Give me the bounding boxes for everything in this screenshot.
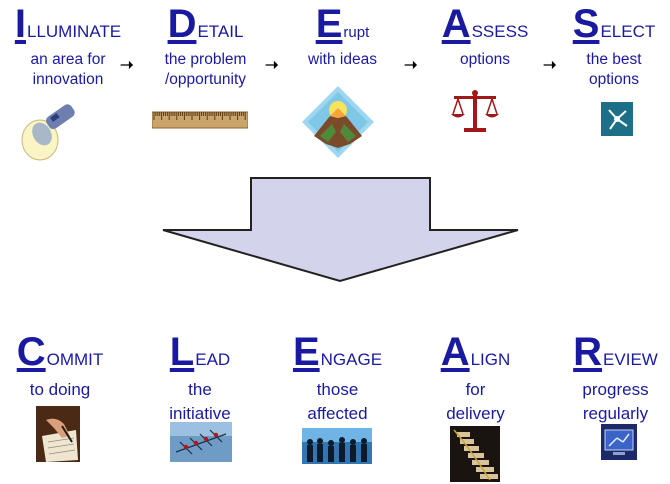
ruler-icon bbox=[152, 111, 248, 129]
step-initial: D bbox=[167, 2, 197, 46]
scales-icon bbox=[451, 90, 499, 132]
step-word: etail bbox=[197, 22, 244, 41]
flow-arrow: ➝ bbox=[543, 57, 557, 74]
step-initial: C bbox=[16, 330, 46, 374]
step-description: the problem /opportunity bbox=[164, 51, 247, 88]
step-heading: Select bbox=[560, 2, 668, 46]
flow-arrow: ➝ bbox=[404, 57, 418, 74]
step-description: an area for innovation bbox=[30, 51, 106, 88]
step-word: lluminate bbox=[26, 22, 122, 41]
step-initial: L bbox=[169, 330, 195, 374]
step-initial: R bbox=[573, 330, 603, 374]
step-initial: E bbox=[315, 2, 343, 46]
step-initial: E bbox=[292, 330, 320, 374]
step-description: progress regularly bbox=[582, 380, 649, 423]
flow-arrow: ➝ bbox=[120, 57, 134, 74]
step-initial: A bbox=[441, 2, 471, 46]
step-heading: Engage bbox=[280, 330, 395, 374]
flashlight-icon bbox=[21, 104, 75, 161]
step-description: options bbox=[460, 51, 510, 68]
step-description: those affected bbox=[307, 380, 368, 423]
step-description: the best options bbox=[586, 51, 642, 88]
step-word: lign bbox=[470, 350, 511, 369]
staircase-icon bbox=[450, 426, 500, 482]
step-detail: Detail the problem /opportunity bbox=[143, 2, 268, 90]
step-description: the initiative bbox=[169, 380, 231, 423]
step-initial: S bbox=[572, 2, 600, 46]
step-word: ommit bbox=[46, 350, 104, 369]
step-lead: Lead the initiative bbox=[150, 330, 250, 426]
step-word: elect bbox=[600, 22, 656, 41]
step-word: ssess bbox=[471, 22, 529, 41]
step-heading: Illuminate bbox=[8, 2, 128, 46]
step-review: Review progress regularly bbox=[563, 330, 668, 426]
transition-arrow bbox=[162, 177, 519, 283]
people-silhouette-icon bbox=[302, 428, 372, 464]
step-select: Select the best options bbox=[560, 2, 668, 90]
signing-icon bbox=[36, 406, 80, 462]
step-word: rupt bbox=[343, 24, 370, 41]
step-heading: Detail bbox=[143, 2, 268, 46]
flow-arrow: ➝ bbox=[265, 57, 279, 74]
step-word: ead bbox=[195, 350, 231, 369]
step-engage: Engage those affected bbox=[280, 330, 395, 426]
step-illuminate: Illuminate an area for innovation bbox=[8, 2, 128, 90]
step-heading: Review bbox=[563, 330, 668, 374]
step-heading: Align bbox=[428, 330, 523, 374]
step-description: with ideas bbox=[308, 51, 377, 68]
volcano-icon bbox=[302, 86, 374, 158]
step-heading: Lead bbox=[150, 330, 250, 374]
step-word: ngage bbox=[320, 350, 383, 369]
step-heading: Assess bbox=[425, 2, 545, 46]
step-description: for delivery bbox=[446, 380, 505, 423]
step-assess: Assess options bbox=[425, 2, 545, 70]
rowing-team-icon bbox=[170, 422, 232, 462]
monitor-icon bbox=[601, 424, 637, 460]
selection-icon bbox=[601, 102, 633, 136]
step-commit: Commit to doing bbox=[8, 330, 112, 402]
step-initial: A bbox=[440, 330, 470, 374]
step-description: to doing bbox=[29, 380, 91, 399]
step-heading: Commit bbox=[8, 330, 112, 374]
step-word: eview bbox=[603, 350, 658, 369]
step-align: Align for delivery bbox=[428, 330, 523, 426]
step-initial: I bbox=[14, 2, 26, 46]
